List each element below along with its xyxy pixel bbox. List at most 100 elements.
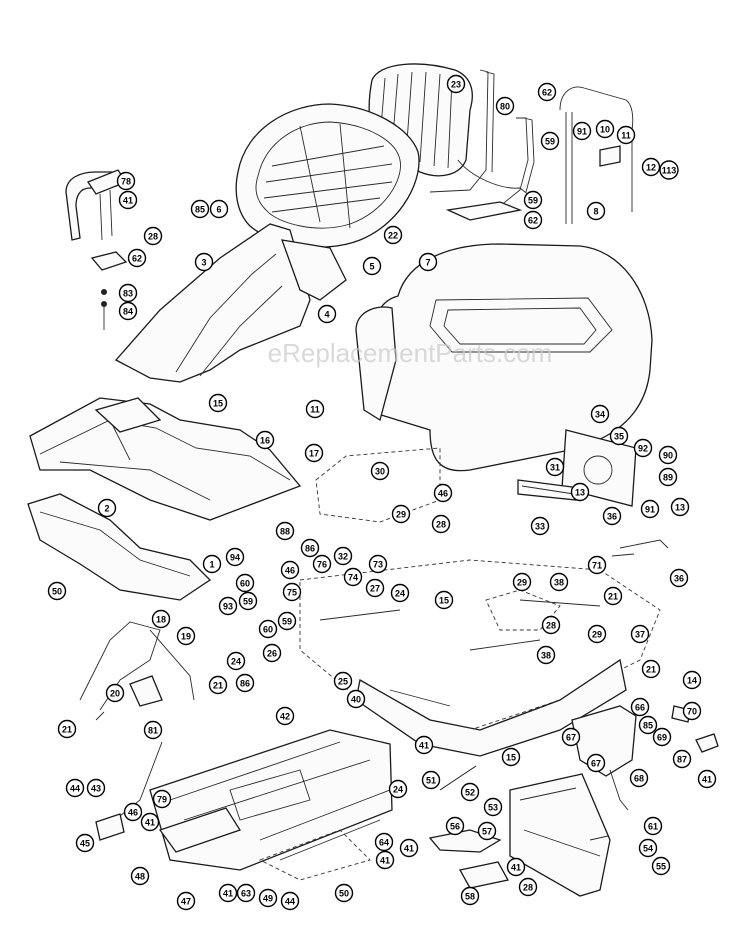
part-callout-92[interactable]: 92 [633, 438, 653, 458]
part-callout-41[interactable]: 41 [118, 190, 138, 210]
part-callout-23[interactable]: 23 [446, 74, 466, 94]
part-callout-41[interactable]: 41 [218, 883, 238, 903]
part-callout-46[interactable]: 46 [280, 560, 300, 580]
part-callout-44[interactable]: 44 [280, 891, 300, 911]
part-callout-62[interactable]: 62 [127, 248, 147, 268]
part-callout-18[interactable]: 18 [151, 609, 171, 629]
part-callout-79[interactable]: 79 [152, 789, 172, 809]
part-callout-37[interactable]: 37 [630, 624, 650, 644]
part-callout-60[interactable]: 60 [235, 573, 255, 593]
part-callout-21[interactable]: 21 [641, 659, 661, 679]
part-callout-42[interactable]: 42 [275, 706, 295, 726]
part-callout-60[interactable]: 60 [258, 619, 278, 639]
part-callout-43[interactable]: 43 [86, 778, 106, 798]
part-callout-76[interactable]: 76 [312, 554, 332, 574]
part-callout-24[interactable]: 24 [390, 583, 410, 603]
part-callout-54[interactable]: 54 [638, 838, 658, 858]
part-callout-38[interactable]: 38 [536, 645, 556, 665]
part-callout-36[interactable]: 36 [669, 568, 689, 588]
part-callout-41[interactable]: 41 [414, 735, 434, 755]
part-callout-11[interactable]: 11 [305, 399, 325, 419]
part-callout-46[interactable]: 46 [123, 802, 143, 822]
part-callout-59[interactable]: 59 [540, 131, 560, 151]
part-callout-52[interactable]: 52 [460, 782, 480, 802]
part-callout-41[interactable]: 41 [375, 850, 395, 870]
part-callout-70[interactable]: 70 [682, 701, 702, 721]
part-callout-61[interactable]: 61 [643, 816, 663, 836]
part-callout-86[interactable]: 86 [300, 538, 320, 558]
part-callout-66[interactable]: 66 [630, 697, 650, 717]
part-callout-31[interactable]: 31 [545, 457, 565, 477]
part-callout-63[interactable]: 63 [236, 883, 256, 903]
part-callout-64[interactable]: 64 [374, 832, 394, 852]
part-callout-51[interactable]: 51 [421, 770, 441, 790]
part-callout-85[interactable]: 85 [638, 715, 658, 735]
part-callout-28[interactable]: 28 [431, 514, 451, 534]
part-callout-50[interactable]: 50 [47, 581, 67, 601]
part-callout-7[interactable]: 7 [418, 252, 438, 272]
part-callout-55[interactable]: 55 [651, 856, 671, 876]
part-callout-41[interactable]: 41 [697, 769, 717, 789]
part-callout-78[interactable]: 78 [116, 171, 136, 191]
part-callout-28[interactable]: 28 [143, 226, 163, 246]
part-callout-26[interactable]: 26 [262, 643, 282, 663]
part-callout-57[interactable]: 57 [477, 821, 497, 841]
part-callout-90[interactable]: 90 [658, 445, 678, 465]
part-callout-89[interactable]: 89 [658, 467, 678, 487]
part-callout-27[interactable]: 27 [365, 578, 385, 598]
part-callout-88[interactable]: 88 [275, 521, 295, 541]
part-callout-10[interactable]: 10 [595, 119, 615, 139]
part-callout-59[interactable]: 59 [277, 611, 297, 631]
part-callout-33[interactable]: 33 [530, 516, 550, 536]
part-callout-75[interactable]: 75 [282, 582, 302, 602]
part-callout-47[interactable]: 47 [176, 891, 196, 911]
part-callout-35[interactable]: 35 [609, 426, 629, 446]
part-callout-93[interactable]: 93 [218, 596, 238, 616]
part-callout-4[interactable]: 4 [317, 304, 337, 324]
part-callout-58[interactable]: 58 [460, 886, 480, 906]
part-callout-21[interactable]: 21 [208, 675, 228, 695]
part-callout-87[interactable]: 87 [672, 749, 692, 769]
part-callout-84[interactable]: 84 [118, 301, 138, 321]
part-callout-41[interactable]: 41 [399, 838, 419, 858]
part-callout-41[interactable]: 41 [140, 812, 160, 832]
part-callout-21[interactable]: 21 [57, 719, 77, 739]
part-callout-41[interactable]: 41 [506, 857, 526, 877]
part-callout-53[interactable]: 53 [483, 797, 503, 817]
part-callout-80[interactable]: 80 [495, 96, 515, 116]
part-callout-67[interactable]: 67 [586, 753, 606, 773]
part-callout-6[interactable]: 6 [209, 199, 229, 219]
part-callout-59[interactable]: 59 [523, 190, 543, 210]
part-callout-13[interactable]: 13 [570, 482, 590, 502]
part-callout-25[interactable]: 25 [333, 671, 353, 691]
part-callout-113[interactable]: 113 [659, 160, 679, 180]
part-callout-29[interactable]: 29 [391, 504, 411, 524]
part-callout-91[interactable]: 91 [572, 121, 592, 141]
part-callout-8[interactable]: 8 [586, 201, 606, 221]
part-callout-15[interactable]: 15 [501, 747, 521, 767]
part-callout-22[interactable]: 22 [383, 225, 403, 245]
part-callout-32[interactable]: 32 [333, 546, 353, 566]
part-callout-67[interactable]: 67 [561, 727, 581, 747]
part-callout-48[interactable]: 48 [130, 866, 150, 886]
part-callout-86[interactable]: 86 [235, 673, 255, 693]
part-callout-68[interactable]: 68 [629, 768, 649, 788]
part-callout-12[interactable]: 12 [641, 157, 661, 177]
part-callout-45[interactable]: 45 [75, 833, 95, 853]
part-callout-59[interactable]: 59 [238, 591, 258, 611]
part-callout-28[interactable]: 28 [541, 615, 561, 635]
part-callout-16[interactable]: 16 [255, 430, 275, 450]
part-callout-62[interactable]: 62 [523, 210, 543, 230]
part-callout-20[interactable]: 20 [105, 683, 125, 703]
part-callout-19[interactable]: 19 [176, 626, 196, 646]
part-callout-29[interactable]: 29 [587, 624, 607, 644]
part-callout-29[interactable]: 29 [512, 572, 532, 592]
part-callout-28[interactable]: 28 [518, 877, 538, 897]
part-callout-73[interactable]: 73 [368, 554, 388, 574]
part-callout-3[interactable]: 3 [194, 252, 214, 272]
part-callout-71[interactable]: 71 [587, 555, 607, 575]
part-callout-15[interactable]: 15 [434, 590, 454, 610]
part-callout-83[interactable]: 83 [118, 283, 138, 303]
part-callout-94[interactable]: 94 [225, 547, 245, 567]
part-callout-17[interactable]: 17 [304, 443, 324, 463]
